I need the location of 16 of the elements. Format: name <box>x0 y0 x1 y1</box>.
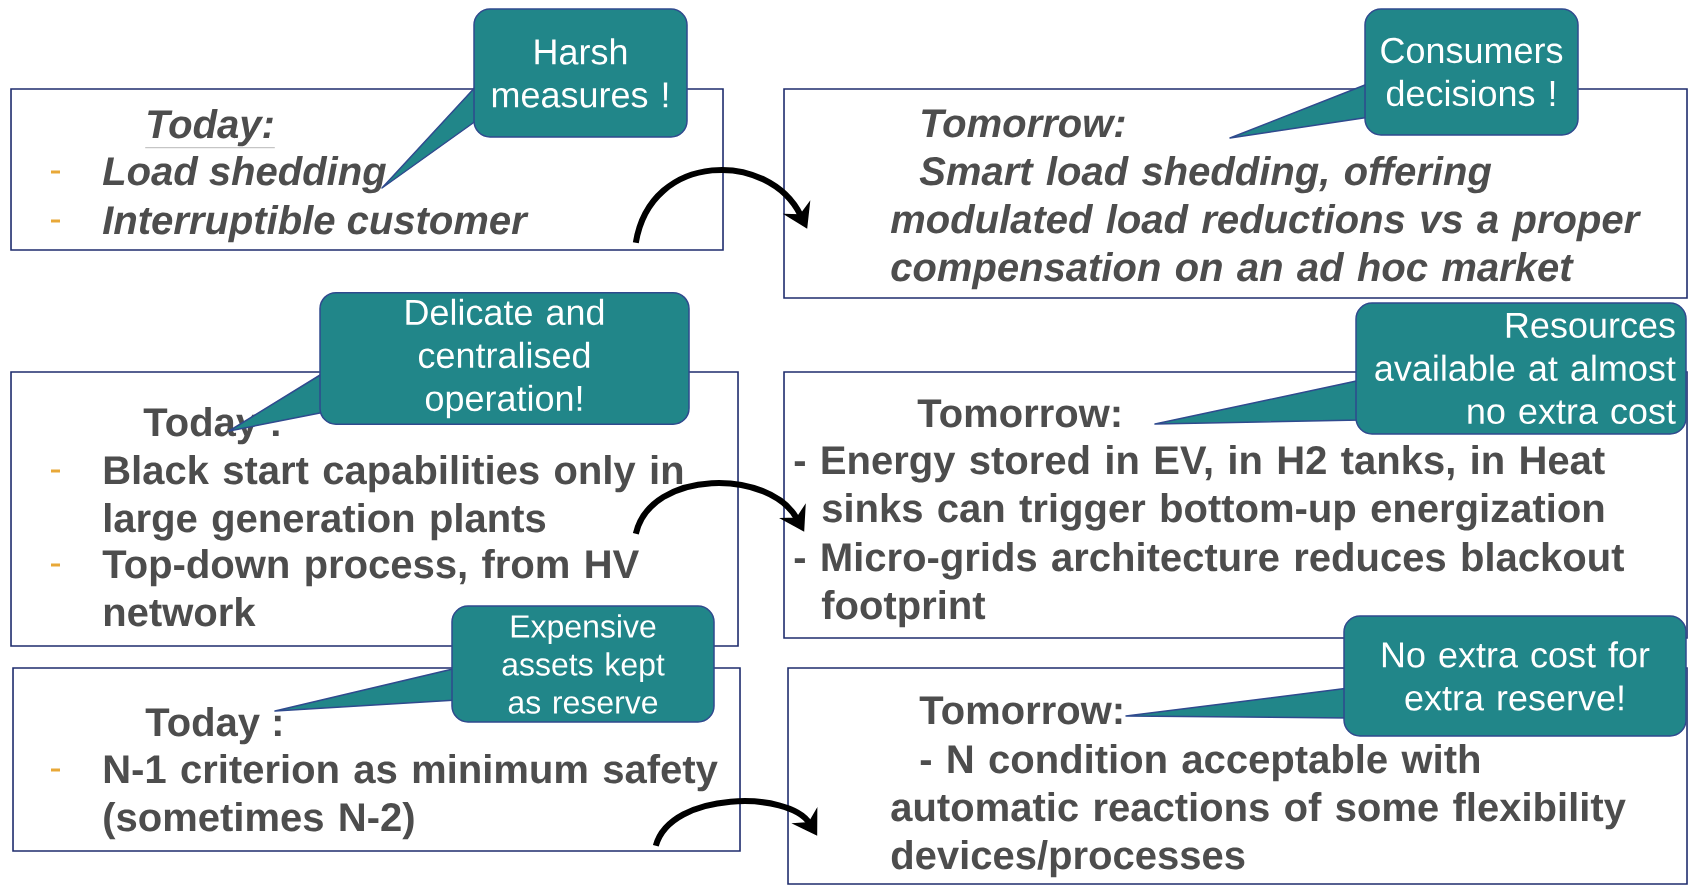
list-item: - N condition acceptable with automatic reactions of some flexibility devices/processes <box>891 744 1626 878</box>
list-item: Black start capabilities only in large generation plants <box>104 455 683 541</box>
list-item: Interruptible customer <box>102 205 529 243</box>
list-item: Smart load shedding, offering modulated load reductions vs a proper compensation on an ad hoc market <box>890 156 1641 290</box>
heading: Tomorrow: <box>922 109 1125 138</box>
speech-bubble: No extra cost for extra reserve! <box>1125 615 1687 737</box>
speech-bubble: Resources available at almost no extra cost <box>1154 302 1687 435</box>
curved-arrow <box>632 167 811 244</box>
list-item: - Energy stored in EV, in H2 tanks, in Heat sinks can trigger bottom-up energization <box>794 445 1605 531</box>
curved-arrow <box>653 798 818 848</box>
heading: Today: <box>145 109 276 148</box>
heading: Tomorrow: <box>917 399 1120 428</box>
heading: Tomorrow: <box>919 696 1122 725</box>
list-item: N-1 criterion as minimum safety (sometimes N-2) <box>104 754 718 840</box>
speech-bubble: Consumers decisions ! <box>1229 8 1579 139</box>
curved-arrow <box>633 480 806 535</box>
